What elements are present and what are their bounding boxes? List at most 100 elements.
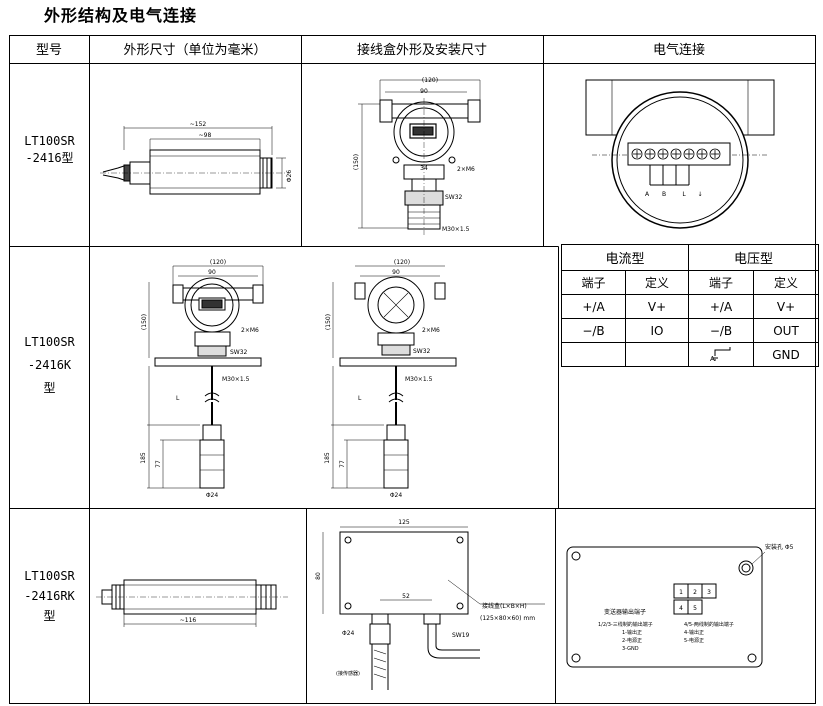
label-r2-thread: M30×1.5 — [222, 376, 250, 383]
terminal-3: 3 — [707, 589, 711, 596]
terminal-title: 变送器输出端子 — [604, 608, 646, 616]
dim-r2-box-inner: 90 — [208, 269, 216, 276]
model-r3: LT100SR -2416RK 型 — [10, 566, 89, 626]
dim-r2-probe-inner: 77 — [155, 460, 162, 468]
table-cell: −/B — [561, 318, 626, 343]
dim-probe-dia: Φ26 — [286, 170, 293, 183]
model-r2-line2: -2416K — [27, 358, 72, 372]
dim-box-outer: (120) — [422, 77, 438, 84]
terminal-2: 2 — [693, 589, 697, 596]
terminal-5: 5 — [693, 605, 697, 612]
wiring-diagram — [585, 79, 775, 229]
model-r3-line3: 型 — [43, 609, 56, 623]
header-electrical: 电气连接 — [653, 42, 705, 58]
label-r2-spanner: SW32 — [230, 349, 248, 356]
dim-r2b-box-inner: 90 — [392, 269, 400, 276]
label-thread: M30×1.5 — [442, 226, 470, 233]
svg-text:A: A — [710, 355, 715, 362]
dim-body-length: ~98 — [199, 132, 212, 139]
model-r3-line1: LT100SR — [24, 569, 75, 583]
subheader-terminal-voltage: 端子 — [688, 270, 754, 295]
label-r2b-cable-length: L — [358, 395, 362, 402]
signal-table: 电流型 电压型 端子 定义 端子 定义 +/A V+ +/A V+ −/B IO… — [561, 244, 819, 367]
dim-r2-probe-dia: Φ24 — [206, 492, 219, 499]
model-r1-line2: -2416型 — [25, 151, 74, 165]
terminal-note-2: 1-输出正 — [622, 629, 642, 636]
table-cell — [625, 342, 689, 367]
probe-drawing-r1 — [100, 126, 290, 195]
dim-r2b-probe-dia: Φ24 — [390, 492, 403, 499]
wiring-label-b: B — [662, 191, 666, 198]
model-r1: LT100SR -2416型 — [10, 133, 89, 167]
dim-r2-box-outer: (120) — [210, 259, 226, 266]
label-r3-sensor: (接传感器) — [336, 670, 360, 677]
table-cell: V+ — [753, 294, 819, 319]
wiring-label-ground: ↓ — [697, 191, 702, 198]
terminal-note-1: 1/2/3-三线制的输出端子 — [598, 621, 653, 628]
dim-r2b-probe-inner: 77 — [339, 460, 346, 468]
dim-r2b-box-outer: (120) — [394, 259, 410, 266]
dim-box-inner: 90 — [420, 88, 428, 95]
group-current: 电流型 — [561, 244, 689, 271]
table-cell: GND — [753, 342, 819, 367]
label-r3-box: 接线盒(L×B×H) — [482, 602, 527, 610]
wiring-label-l: L — [682, 191, 686, 198]
dim-r3-hole-spacing: 52 — [402, 593, 410, 600]
dim-r3-length: ~116 — [180, 617, 197, 624]
dim-r3-box-width: 125 — [398, 519, 410, 526]
dim-r3-probe-dia: Φ24 — [342, 630, 355, 637]
label-spanner: SW32 — [445, 194, 463, 201]
table-cell: +/A — [688, 294, 754, 319]
terminal-board — [566, 546, 766, 668]
probe-drawing-r3 — [96, 579, 288, 627]
model-r2-line1: LT100SR — [24, 335, 75, 349]
dim-total-length: ~152 — [190, 121, 207, 128]
table-cell: OUT — [753, 318, 819, 343]
table-cell: −/B — [688, 318, 754, 343]
table-cell: V+ — [625, 294, 689, 319]
header-dimensions: 外形尺寸（单位为毫米） — [123, 42, 266, 58]
terminal-note-3: 2-电源正 — [622, 637, 642, 644]
terminal-1: 1 — [679, 589, 683, 596]
junction-box-r2-left — [147, 265, 264, 489]
label-r2b-spanner: SW32 — [413, 348, 431, 355]
label-r2b-bolt: 2×M6 — [422, 327, 440, 334]
label-r2b-thread: M30×1.5 — [405, 376, 433, 383]
terminal-4: 4 — [679, 605, 683, 612]
terminal-note2-2: 4-输出正 — [684, 629, 704, 636]
label-r2-cable-length: L — [176, 395, 180, 402]
table-grid — [9, 35, 816, 704]
label-r2-bolt: 2×M6 — [241, 327, 259, 334]
table-cell: IO — [625, 318, 689, 343]
ground-symbol-icon: A — [688, 342, 754, 367]
subheader-terminal-current: 端子 — [561, 270, 626, 295]
label-mount-hole: 安装孔 Φ5 — [765, 543, 794, 551]
model-r2-line3: 型 — [43, 381, 56, 395]
terminal-note-4: 3-GND — [622, 646, 639, 652]
dim-r2b-probe-outer: 185 — [324, 452, 331, 464]
label-r3-spanner: SW19 — [452, 632, 470, 639]
wiring-label-a: A — [645, 191, 650, 198]
subheader-def-voltage: 定义 — [753, 270, 819, 295]
dim-box-height: (150) — [353, 154, 360, 170]
dim-r2-probe-outer: 185 — [140, 452, 147, 464]
dim-r3-box-height: 80 — [315, 572, 322, 580]
label-r3-box-dims: (125×80×60) mm — [480, 615, 535, 622]
terminal-note2-1: 4/5-两线制的输出端子 — [684, 621, 734, 628]
page-title: 外形结构及电气连接 — [44, 6, 198, 25]
model-r3-line2: -2416RK — [24, 589, 75, 603]
table-cell — [561, 342, 626, 367]
header-model: 型号 — [36, 43, 62, 58]
terminal-note2-3: 5-电源正 — [684, 637, 704, 644]
dim-r2b-box-height: (150) — [325, 314, 332, 330]
junction-box-r1 — [358, 79, 481, 235]
header-junction-box: 接线盒外形及安装尺寸 — [357, 42, 487, 58]
group-voltage: 电压型 — [688, 244, 819, 271]
model-r1-line1: LT100SR — [24, 134, 75, 148]
label-bolt: 2×M6 — [457, 166, 475, 173]
dim-r2-box-height: (150) — [141, 314, 148, 330]
junction-box-r2-right — [331, 265, 457, 489]
table-cell: +/A — [561, 294, 626, 319]
dim-pitch: 34 — [420, 165, 428, 172]
